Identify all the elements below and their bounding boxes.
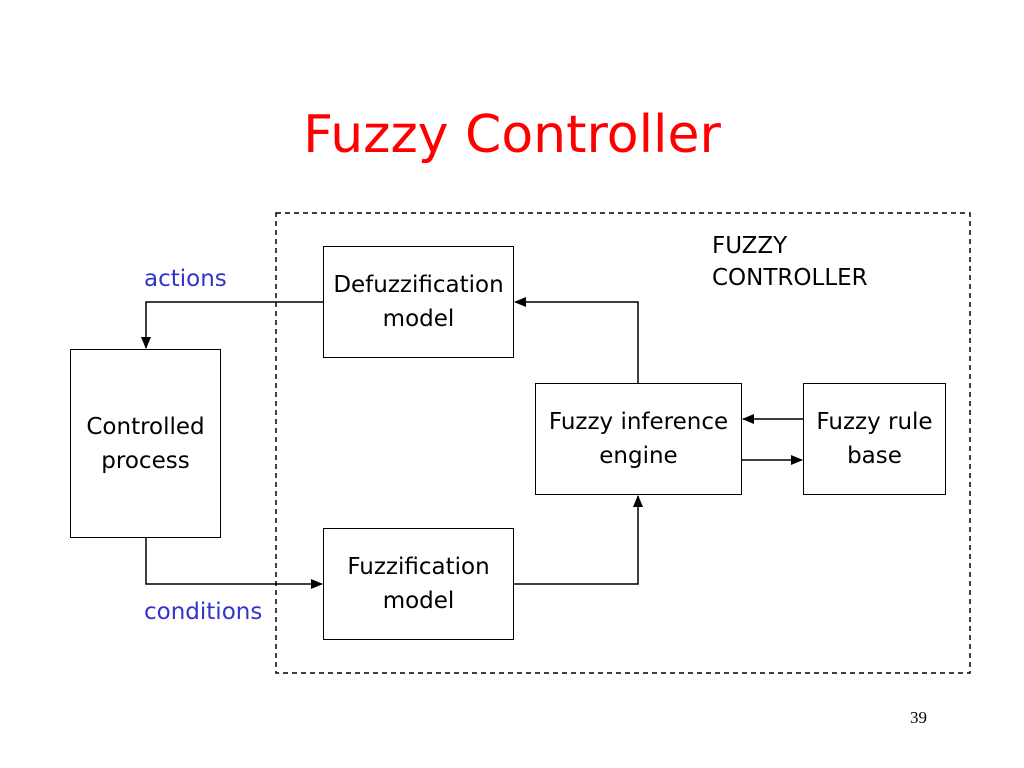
defuzzification-line2: model bbox=[382, 306, 455, 332]
edge-fuzzification-to-inference bbox=[514, 495, 643, 585]
edge-defuzzification-to-process bbox=[141, 301, 323, 349]
fuzzy-controller-label-line1: FUZZY bbox=[712, 233, 788, 259]
actions-label: actions bbox=[144, 266, 227, 292]
fuzzy-rule-base-node: Fuzzy rule base bbox=[803, 383, 946, 495]
defuzzification-model-node: Defuzzification model bbox=[323, 246, 514, 358]
defuzzification-line1: Defuzzification bbox=[333, 272, 504, 298]
slide-title: Fuzzy Controller bbox=[303, 105, 721, 165]
conditions-label: conditions bbox=[144, 599, 263, 625]
fuzzification-line1: Fuzzification bbox=[347, 554, 490, 580]
controlled-process-node: Controlled process bbox=[70, 349, 221, 538]
controlled-process-line2: process bbox=[101, 447, 190, 474]
fuzzy-controller-label-line2: CONTROLLER bbox=[712, 265, 868, 291]
inference-line2: engine bbox=[599, 443, 678, 469]
edge-process-to-fuzzification bbox=[145, 538, 323, 589]
fuzzy-controller-boundary bbox=[275, 212, 971, 674]
fuzzy-inference-engine-node: Fuzzy inference engine bbox=[535, 383, 742, 495]
page-number: 39 bbox=[910, 708, 927, 727]
fuzzification-line2: model bbox=[382, 588, 455, 614]
edge-inference-to-defuzzification bbox=[514, 297, 639, 383]
controlled-process-line1: Controlled bbox=[86, 413, 205, 440]
rulebase-line1: Fuzzy rule bbox=[816, 409, 933, 435]
inference-line1: Fuzzy inference bbox=[548, 409, 729, 435]
fuzzification-model-node: Fuzzification model bbox=[323, 528, 514, 640]
fuzzy-controller-label: FUZZY CONTROLLER bbox=[712, 230, 868, 294]
rulebase-line2: base bbox=[847, 443, 902, 469]
